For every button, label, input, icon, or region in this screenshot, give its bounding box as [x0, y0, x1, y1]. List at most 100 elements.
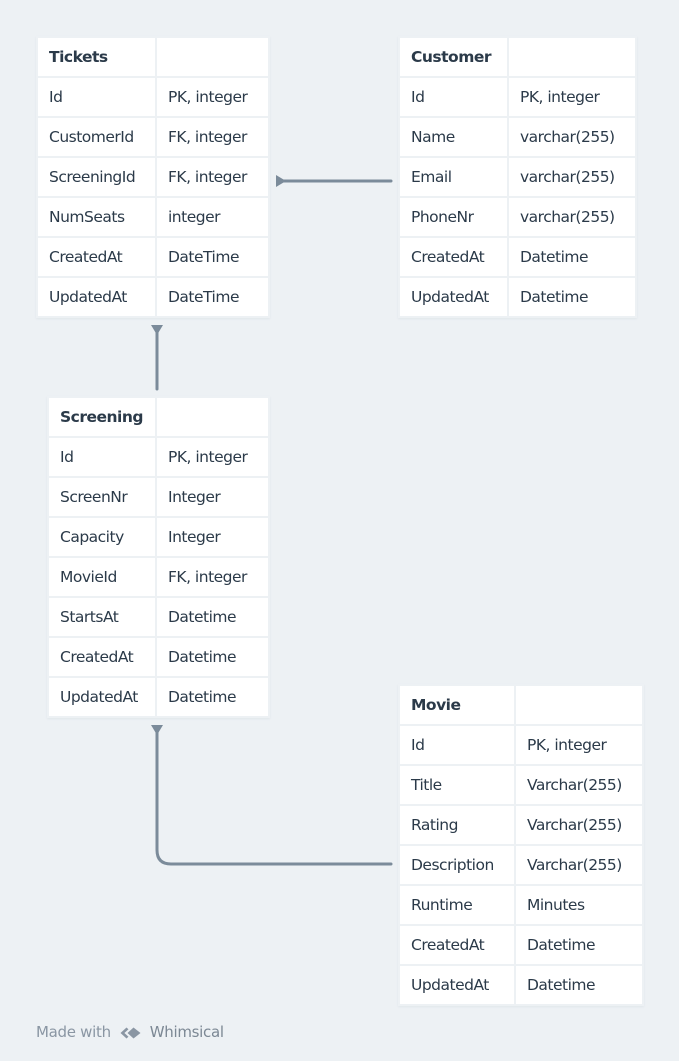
field-type: Varchar(255) — [514, 764, 644, 806]
field-name: UpdatedAt — [398, 964, 516, 1006]
entity-header-empty-cell — [155, 396, 270, 438]
field-name: PhoneNr — [398, 196, 509, 238]
entity-header: Movie — [398, 684, 644, 726]
field-type: DateTime — [155, 276, 270, 318]
entity-header-empty-cell — [507, 36, 637, 78]
connector-endpoint-tickets-right — [276, 175, 286, 187]
field-name: Runtime — [398, 884, 516, 926]
field-type: PK, integer — [507, 76, 637, 118]
field-name: UpdatedAt — [398, 276, 509, 318]
field-name: StartsAt — [47, 596, 157, 638]
field-name: Email — [398, 156, 509, 198]
field-type: FK, integer — [155, 156, 270, 198]
field-name: Id — [36, 76, 157, 118]
field-name: Id — [47, 436, 157, 478]
field-type: varchar(255) — [507, 196, 637, 238]
footer-prefix: Made with — [36, 1023, 111, 1041]
footer-brand: Whimsical — [149, 1023, 224, 1041]
field-type: Integer — [155, 476, 270, 518]
field-name: CreatedAt — [398, 236, 509, 278]
field-type: PK, integer — [155, 76, 270, 118]
field-name: CreatedAt — [398, 924, 516, 966]
field-type: varchar(255) — [507, 116, 637, 158]
field-name: Name — [398, 116, 509, 158]
field-type: Datetime — [155, 596, 270, 638]
field-name: Rating — [398, 804, 516, 846]
field-name: CustomerId — [36, 116, 157, 158]
connector-endpoint-tickets-bottom — [151, 325, 163, 335]
made-with-footer[interactable]: Made with Whimsical — [36, 1023, 224, 1041]
field-name: UpdatedAt — [36, 276, 157, 318]
field-type: Datetime — [514, 924, 644, 966]
field-type: varchar(255) — [507, 156, 637, 198]
entity-title: Tickets — [36, 36, 157, 78]
field-name: MovieId — [47, 556, 157, 598]
field-name: CreatedAt — [47, 636, 157, 678]
entity-title: Movie — [398, 684, 516, 726]
field-type: Integer — [155, 516, 270, 558]
field-name: UpdatedAt — [47, 676, 157, 718]
field-type: Datetime — [155, 636, 270, 678]
entity-header-empty-cell — [155, 36, 270, 78]
field-type: Minutes — [514, 884, 644, 926]
connector-endpoint-screening-bottom — [151, 725, 163, 735]
field-name: Id — [398, 724, 516, 766]
field-type: Varchar(255) — [514, 844, 644, 886]
field-type: FK, integer — [155, 116, 270, 158]
entity-title: Customer — [398, 36, 509, 78]
field-type: integer — [155, 196, 270, 238]
field-type: Datetime — [514, 964, 644, 1006]
connector-screening-movie — [155, 728, 393, 866]
entity-title: Screening — [47, 396, 157, 438]
field-name: ScreeningId — [36, 156, 157, 198]
field-type: Varchar(255) — [514, 804, 644, 846]
whimsical-logo-icon — [120, 1027, 141, 1039]
field-type: PK, integer — [155, 436, 270, 478]
entity-header: Screening — [47, 396, 270, 438]
field-type: Datetime — [507, 236, 637, 278]
entity-header-empty-cell — [514, 684, 644, 726]
field-name: Capacity — [47, 516, 157, 558]
field-name: Description — [398, 844, 516, 886]
field-name: Title — [398, 764, 516, 806]
field-type: FK, integer — [155, 556, 270, 598]
entity-header: Tickets — [36, 36, 270, 78]
field-name: NumSeats — [36, 196, 157, 238]
field-type: Datetime — [155, 676, 270, 718]
field-name: Id — [398, 76, 509, 118]
field-type: Datetime — [507, 276, 637, 318]
field-name: ScreenNr — [47, 476, 157, 518]
field-type: PK, integer — [514, 724, 644, 766]
